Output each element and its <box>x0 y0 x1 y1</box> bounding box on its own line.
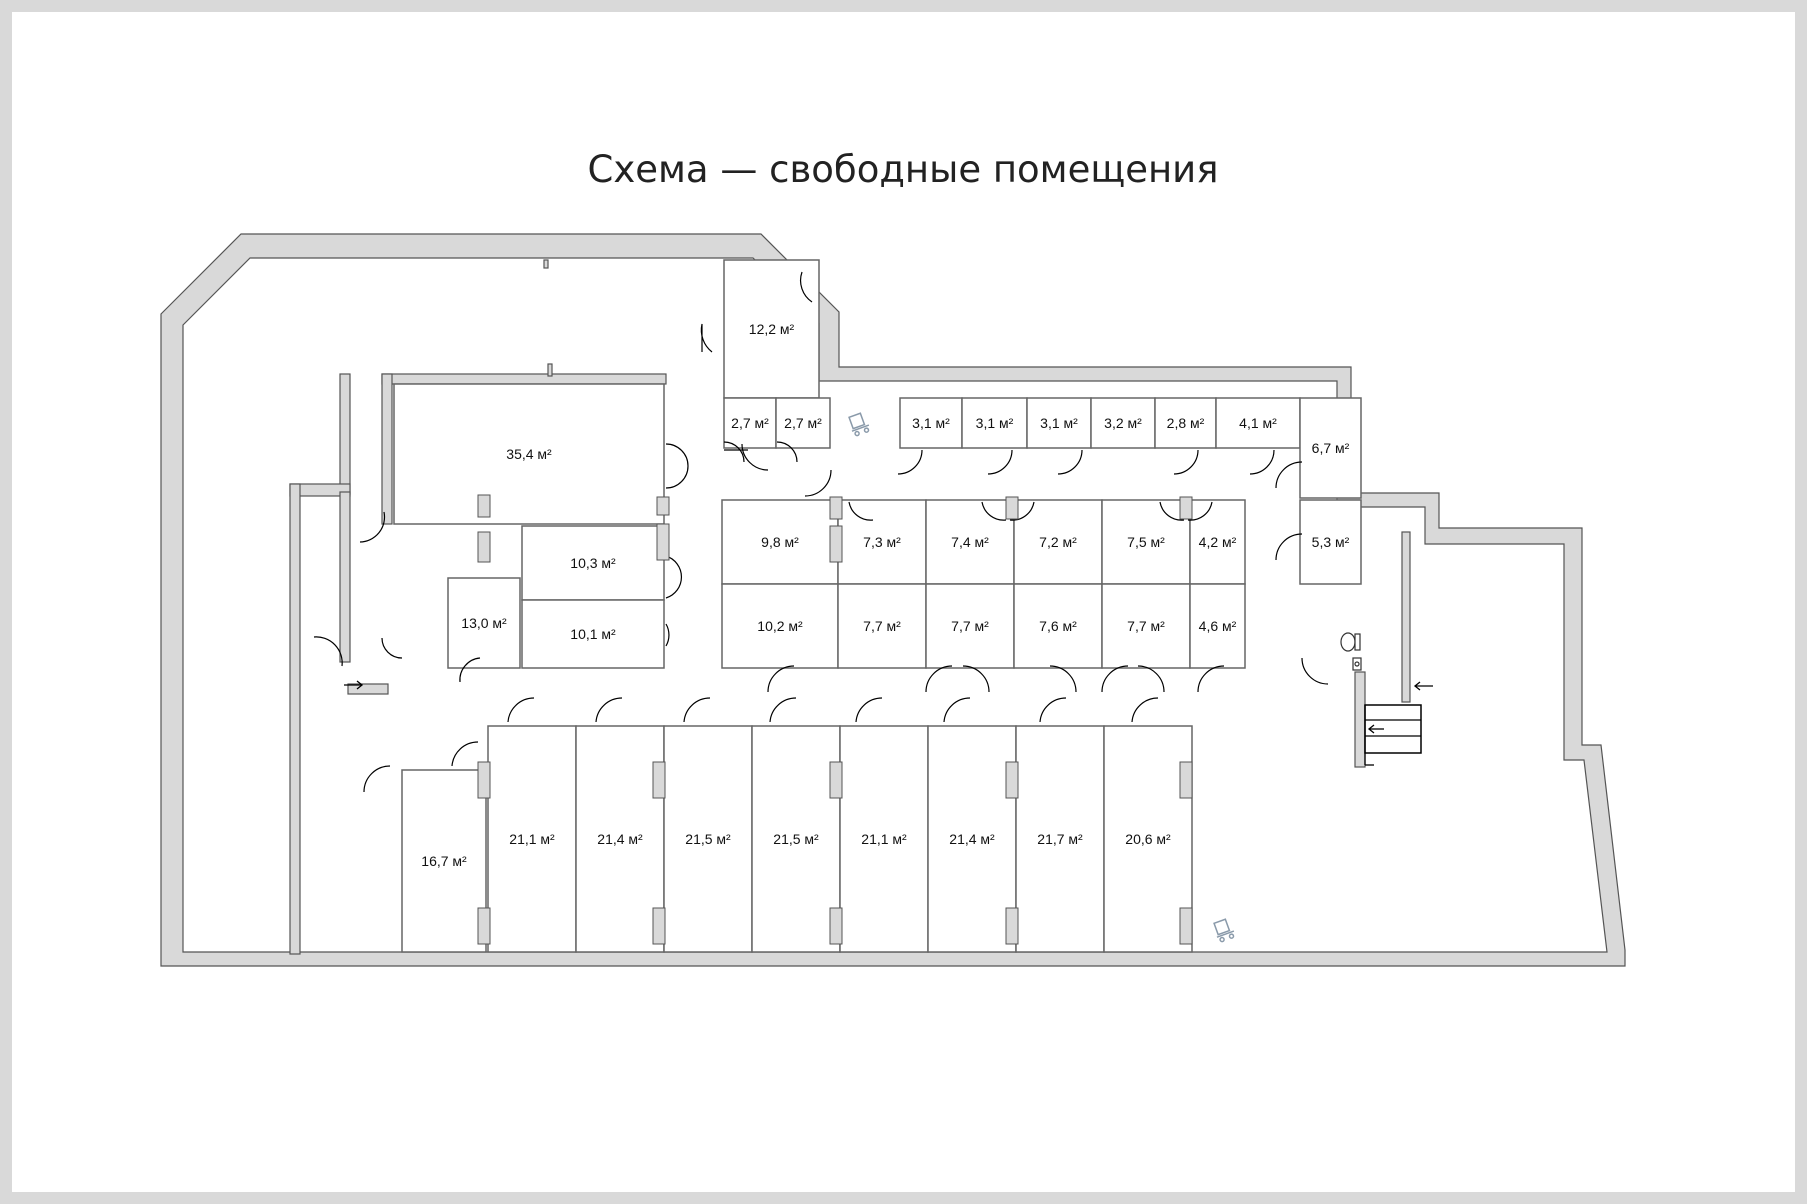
room-area-label: 7,7 м² <box>1127 618 1165 634</box>
room-7-7-a[interactable] <box>837 583 927 669</box>
room-20-6[interactable] <box>1103 725 1193 953</box>
room-area-label: 3,1 м² <box>976 415 1014 431</box>
room-2-7-b[interactable] <box>775 397 831 449</box>
room-area-label: 12,2 м² <box>749 321 795 337</box>
room-2-7-a[interactable] <box>723 397 777 449</box>
room-area-label: 6,7 м² <box>1312 440 1350 456</box>
rooms <box>393 259 1362 953</box>
room-area-label: 3,1 м² <box>1040 415 1078 431</box>
room-7-2[interactable] <box>1013 499 1103 585</box>
toilet-icon <box>1340 632 1361 652</box>
room-area-label: 10,2 м² <box>757 618 803 634</box>
room-3-1-b[interactable] <box>961 397 1028 449</box>
room-area-label: 21,7 м² <box>1037 831 1083 847</box>
room-21-4-b[interactable] <box>927 725 1017 953</box>
room-3-2[interactable] <box>1090 397 1156 449</box>
room-area-label: 5,3 м² <box>1312 534 1350 550</box>
room-area-label: 21,5 м² <box>773 831 819 847</box>
room-area-label: 21,4 м² <box>597 831 643 847</box>
room-9-8[interactable] <box>721 499 839 585</box>
room-area-label: 4,6 м² <box>1199 618 1237 634</box>
room-35-4[interactable] <box>393 383 665 525</box>
room-area-label: 4,1 м² <box>1239 415 1277 431</box>
room-area-label: 21,1 м² <box>861 831 907 847</box>
room-area-label: 21,5 м² <box>685 831 731 847</box>
arrow-right-icon <box>344 680 364 690</box>
room-area-label: 21,4 м² <box>949 831 995 847</box>
room-area-label: 9,8 м² <box>761 534 799 550</box>
room-10-2[interactable] <box>721 583 839 669</box>
room-area-label: 10,3 м² <box>570 555 616 571</box>
room-area-label: 35,4 м² <box>506 446 552 462</box>
room-5-3[interactable] <box>1299 499 1362 585</box>
room-7-5[interactable] <box>1101 499 1191 585</box>
room-3-1-c[interactable] <box>1026 397 1092 449</box>
room-4-6[interactable] <box>1189 583 1246 669</box>
room-21-4-a[interactable] <box>575 725 665 953</box>
room-area-label: 2,7 м² <box>731 415 769 431</box>
room-area-label: 7,6 м² <box>1039 618 1077 634</box>
stair-block <box>1364 704 1422 766</box>
room-21-1-b[interactable] <box>839 725 929 953</box>
cart-icon <box>848 412 870 437</box>
room-area-label: 7,2 м² <box>1039 534 1077 550</box>
doors <box>313 271 1329 793</box>
room-16-7[interactable] <box>401 769 487 953</box>
columns <box>477 494 1193 945</box>
room-10-3[interactable] <box>521 525 665 601</box>
room-area-label: 3,1 м² <box>912 415 950 431</box>
room-7-6[interactable] <box>1013 583 1103 669</box>
room-area-label: 7,7 м² <box>863 618 901 634</box>
room-6-7[interactable] <box>1299 397 1362 499</box>
room-area-label: 7,5 м² <box>1127 534 1165 550</box>
floor-plan: Схема — свободные помещения <box>160 148 1626 967</box>
cart-icon <box>1213 918 1235 943</box>
room-2-8[interactable] <box>1154 397 1217 449</box>
arrow-left-icon <box>1367 724 1384 734</box>
room-3-1-a[interactable] <box>899 397 963 449</box>
room-area-label: 7,4 м² <box>951 534 989 550</box>
room-area-label: 4,2 м² <box>1199 534 1237 550</box>
room-7-3[interactable] <box>837 499 927 585</box>
room-21-1-a[interactable] <box>487 725 577 953</box>
room-area-label: 7,3 м² <box>863 534 901 550</box>
room-area-label: 13,0 м² <box>461 615 507 631</box>
room-21-7[interactable] <box>1015 725 1105 953</box>
plan-frame: Схема — свободные помещения <box>12 12 1795 1192</box>
page-title: Схема — свободные помещения <box>588 148 1219 191</box>
room-area-label: 7,7 м² <box>951 618 989 634</box>
room-area-label: 2,7 м² <box>784 415 822 431</box>
room-area-label: 16,7 м² <box>421 853 467 869</box>
room-area-label: 2,8 м² <box>1167 415 1205 431</box>
room-21-5-a[interactable] <box>663 725 753 953</box>
room-area-label: 10,1 м² <box>570 626 616 642</box>
room-labels: 12,2 м² 2,7 м² 2,7 м² 3,1 м² 3,1 м² 3,1 м² 3,2… <box>421 321 1349 869</box>
room-7-7-b[interactable] <box>925 583 1015 669</box>
room-13-0[interactable] <box>447 577 521 669</box>
room-area-label: 20,6 м² <box>1125 831 1171 847</box>
sink-icon <box>1352 657 1362 671</box>
arrow-left-icon <box>1413 681 1433 691</box>
room-10-1[interactable] <box>521 599 665 669</box>
room-area-label: 21,1 м² <box>509 831 555 847</box>
room-21-5-b[interactable] <box>751 725 841 953</box>
room-area-label: 3,2 м² <box>1104 415 1142 431</box>
